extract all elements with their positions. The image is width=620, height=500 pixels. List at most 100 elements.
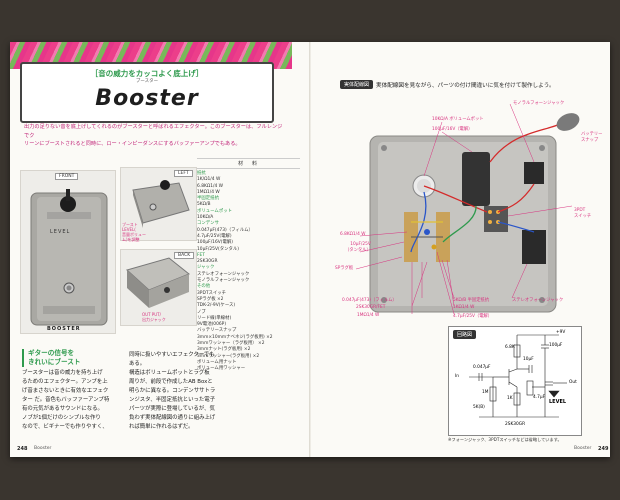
parts-item: 100μF/16V(電解) xyxy=(197,240,233,246)
photo-label-left: LEFT xyxy=(174,170,193,177)
body-line: 有の元気があるサウンドになる。 xyxy=(22,406,103,412)
section-heading: 実体配線図を見ながら、パーツの付け間違いに気を付けて製作しよう。 xyxy=(376,83,555,89)
callout-r1k: 1KΩ1/4 W xyxy=(453,305,475,310)
body-line: 構造はボリュームポットとラグ板 xyxy=(129,370,210,376)
parts-item: TDK-2/-9V(ケース) xyxy=(197,303,236,309)
sch-r1m: 1M xyxy=(482,390,489,395)
body-column-2: 同時に扱いやすいエフェクターでもある。構造はボリュームポットとラグ板周りが、前段… xyxy=(129,351,221,432)
callout-mono-jack: モノラルフォーンジャック xyxy=(513,101,565,106)
parts-item: モノラルフォーンジャック xyxy=(197,278,250,284)
schematic-title: 回路図 xyxy=(453,330,477,339)
pedal-level-label: LEVEL xyxy=(50,229,71,235)
title-kicker: ［音の威力をカッコよく底上げ］ xyxy=(90,69,204,78)
body-line: げ音まさないときに有効なエフェク xyxy=(22,388,109,394)
parts-item: 10μF/25V(タンタル) xyxy=(197,246,239,252)
parts-item: ボリューム用ナット xyxy=(197,359,237,365)
body-line: ある。 xyxy=(129,361,146,367)
parts-item: 3mm×10mmナベネジ(ラグ板用) ×2 xyxy=(197,334,273,340)
subhead-line: ギターの信号を xyxy=(28,349,75,357)
parts-item: 2SK30GR xyxy=(197,259,218,265)
photo-note-output: OUT PUT/ 出力ジャック xyxy=(142,312,166,322)
pedal-front-illustration xyxy=(30,189,108,326)
battery xyxy=(462,152,490,206)
page-number-left: 248 xyxy=(17,446,28,452)
footer-left: Booster xyxy=(34,446,52,451)
parts-item: 0.047μF(473)（フィルム） xyxy=(197,227,253,233)
parts-group-heading: 半固定抵抗 xyxy=(197,196,219,202)
knob-icon xyxy=(160,180,170,190)
sch-level: LEVEL xyxy=(549,399,567,405)
body-line: 負わず実体配線図の通りに組み上げ xyxy=(129,415,216,421)
photo-label-back: BACK xyxy=(174,252,195,259)
body-line: 周りが、前段で作成したAB Boxと xyxy=(129,379,213,385)
sch-out: Out xyxy=(569,380,577,385)
parts-item: ステレオフォーンジャック xyxy=(197,271,250,277)
callout-cap100: 100μF/16V（電解） xyxy=(432,127,473,132)
schematic-note: ※フォーンジャック、3PDTスイッチなどは省略しています。 xyxy=(448,437,562,442)
subhead: ギターの信号を きれいにブースト xyxy=(22,349,80,367)
callout-stereo-jack: ステレオフォーンジャック xyxy=(512,298,564,303)
parts-item: 9V電池(006P) xyxy=(197,322,227,328)
spread-gutter xyxy=(309,42,311,457)
intro-text: 出力の足りない音を底上げしてくれるのがブースターと呼ばれるエフェクター。このブー… xyxy=(24,123,284,149)
callout-cap047: 0.047μF(473)（フィルム） xyxy=(342,298,397,303)
parts-item: ノブ xyxy=(197,309,206,315)
parts-item: 3mmワッシャー(ラグ板用) ×2 xyxy=(197,353,260,359)
parts-item: バッテリースナップ xyxy=(197,328,237,334)
callout-switch: 3PDT スイッチ xyxy=(574,208,592,219)
photo-back: BACK xyxy=(120,249,197,326)
knob-icon xyxy=(60,196,76,212)
body-line: 明らかに異なる。コンデンササトラ xyxy=(129,388,216,394)
parts-item: ボリューム用ワッシャー xyxy=(197,366,246,372)
callout-vol-pot: 10KΩ/A ボリュームポット xyxy=(432,117,484,122)
sch-vplus: +9V xyxy=(556,330,566,335)
parts-item: 4.7μF/25V(電解) xyxy=(197,233,232,239)
body-line: ノブが1個だけのシンプルな作り xyxy=(22,415,101,421)
sch-r5k: 5K(B) xyxy=(473,405,485,410)
callout-cap10: 10μF/25V （タンタル） xyxy=(345,242,371,253)
photo-left: LEFT xyxy=(120,167,197,241)
sch-c047: 0.047μF xyxy=(473,365,491,370)
callout-sp-lug: SPラグ板 xyxy=(335,266,354,271)
sch-r1k: 1K xyxy=(507,396,513,401)
parts-item: 1MΩ1/4 W xyxy=(197,189,220,195)
pedal-left-illustration xyxy=(132,180,190,228)
parts-group-heading: 抵抗 xyxy=(197,171,206,176)
parts-item: 6.8KΩ1/4 W xyxy=(197,183,224,189)
intro-line: リーンにブーストされると同時に、ロー・インピーダンスにするバッファーアンプでもあ… xyxy=(24,141,241,147)
parts-group-heading: コンデンサ xyxy=(197,221,219,227)
callout-fet: 2SK30GR/FET xyxy=(356,305,386,310)
parts-group-heading: ジャック xyxy=(197,265,215,271)
intro-line: 出力の足りない音を底上げしてくれるのがブースターと呼ばれるエフェクター。このブー… xyxy=(24,124,283,139)
parts-item: 3PDTスイッチ xyxy=(197,290,227,296)
sch-in: In xyxy=(455,374,459,379)
title-ruby: ブースター xyxy=(135,79,159,84)
body-line: ンジスタ、半固定抵抗といった電子 xyxy=(129,397,216,403)
parts-item: リード線(単線材) xyxy=(197,315,232,321)
sch-fet: 2SK30GR xyxy=(505,422,526,427)
callout-r68: 6.8KΩ1/4 W xyxy=(340,232,366,237)
sch-c10: 10μF xyxy=(523,357,534,362)
pedal-back-illustration xyxy=(125,257,190,308)
pedal-name-label: BOOSTER xyxy=(47,326,81,332)
photo-label-front: FRONT xyxy=(55,173,79,180)
schematic-diagram xyxy=(469,334,567,418)
parts-item: 3mmワッシャー（ラグ板用） ×2 xyxy=(197,341,265,347)
callout-r1m: 1MΩ1/4 W xyxy=(357,313,380,318)
body-line: 同時に扱いやすいエフェクターでも xyxy=(129,352,215,358)
parts-item: 10KΩ/A xyxy=(197,215,214,221)
title-box: ［音の威力をカッコよく底上げ］ ブースター Booster xyxy=(20,62,274,123)
parts-item: SPラグ板 ×2 xyxy=(197,296,224,302)
page-number-right: 249 xyxy=(598,446,609,452)
sch-c100: 100μF xyxy=(549,343,563,348)
parts-group-heading: FET xyxy=(197,252,205,258)
page-title: Booster xyxy=(95,86,199,111)
body-line: れば簡単に作れるはずだ。 xyxy=(129,424,194,430)
body-line: るためのエフェクター。アンプを上 xyxy=(22,379,108,385)
parts-header: 材 料 xyxy=(197,158,300,169)
subhead-line: きれいにブースト xyxy=(28,358,81,366)
body-line: パーツが実際に登場しているが、気 xyxy=(129,406,215,412)
photo-front: FRONT LEVEL BOOSTER xyxy=(20,170,116,334)
callout-cap47: 4.7μF/25V（電解） xyxy=(453,314,493,319)
